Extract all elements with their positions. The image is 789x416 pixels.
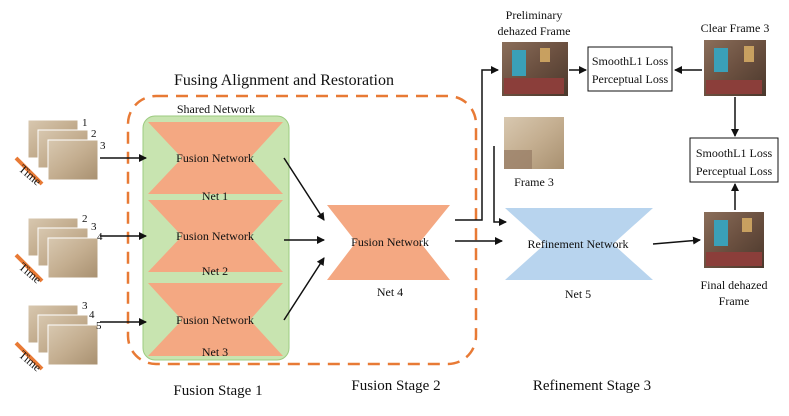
- fusion-network-3: Fusion Network: [148, 283, 283, 356]
- loss-box-2: [689, 137, 779, 183]
- final-frame-image: [704, 212, 764, 268]
- preliminary-frame-image: [502, 42, 568, 96]
- final-label-2: Frame: [719, 294, 750, 308]
- fusion-network-4: Fusion Network: [327, 205, 450, 280]
- preliminary-label-2: dehazed Frame: [498, 24, 571, 38]
- loss-box-1-line1: SmoothL1 Loss: [592, 54, 669, 68]
- svg-text:4: 4: [97, 231, 103, 243]
- preliminary-label-1: Preliminary: [506, 8, 563, 22]
- diagram-title: Fusing Alignment and Restoration: [174, 72, 394, 89]
- net-4-label: Net 4: [377, 285, 403, 299]
- refinement-network: Refinement Network: [505, 208, 653, 280]
- net-3-label: Net 3: [202, 345, 228, 359]
- arrow-frame3-refinement: [493, 146, 507, 226]
- arrow-net4-preliminary: [455, 66, 499, 221]
- svg-text:Refinement Network: Refinement Network: [528, 237, 629, 251]
- svg-text:3: 3: [91, 221, 97, 233]
- svg-text:Fusion Network: Fusion Network: [176, 151, 254, 165]
- svg-text:1: 1: [82, 117, 88, 129]
- svg-text:2: 2: [82, 213, 88, 225]
- input-stack-1: 1 2 3 Time: [14, 117, 106, 188]
- net-1-label: Net 1: [202, 189, 228, 203]
- arrow-net1-net4: [283, 157, 325, 221]
- svg-text:2: 2: [91, 128, 97, 140]
- loss-box-1: [587, 46, 673, 92]
- svg-text:3: 3: [82, 300, 88, 312]
- shared-network-label: Shared Network: [177, 102, 255, 116]
- stage-2-label: Fusion Stage 2: [351, 378, 440, 394]
- svg-text:5: 5: [96, 320, 102, 332]
- arrow-net3-net4: [283, 257, 325, 321]
- fusion-dashed-region: [126, 94, 478, 366]
- svg-text:4: 4: [89, 309, 95, 321]
- svg-text:3: 3: [100, 140, 106, 152]
- svg-text:Fusion Network: Fusion Network: [176, 313, 254, 327]
- loss-box-1-line2: Perceptual Loss: [592, 72, 669, 86]
- net-2-label: Net 2: [202, 264, 228, 278]
- input-stack-2: 2 3 4 Time: [14, 213, 103, 286]
- loss-box-2-line2: Perceptual Loss: [696, 164, 773, 178]
- fusion-network-1: Fusion Network: [148, 122, 283, 194]
- fusion-network-2: Fusion Network: [148, 200, 283, 272]
- svg-text:Fusion Network: Fusion Network: [351, 235, 429, 249]
- frame3-label: Frame 3: [514, 175, 554, 189]
- clear-frame-label: Clear Frame 3: [701, 21, 770, 35]
- clear-frame-image: [704, 40, 766, 96]
- input-stack-3: 3 4 5 Time: [14, 300, 102, 374]
- stage-1-label: Fusion Stage 1: [173, 383, 262, 399]
- net-5-label: Net 5: [565, 287, 591, 301]
- arrow-refinement-final: [652, 236, 701, 245]
- svg-text:Fusion Network: Fusion Network: [176, 229, 254, 243]
- loss-box-2-line1: SmoothL1 Loss: [696, 146, 773, 160]
- final-label-1: Final dehazed: [701, 278, 768, 292]
- stage-3-label: Refinement Stage 3: [533, 378, 651, 394]
